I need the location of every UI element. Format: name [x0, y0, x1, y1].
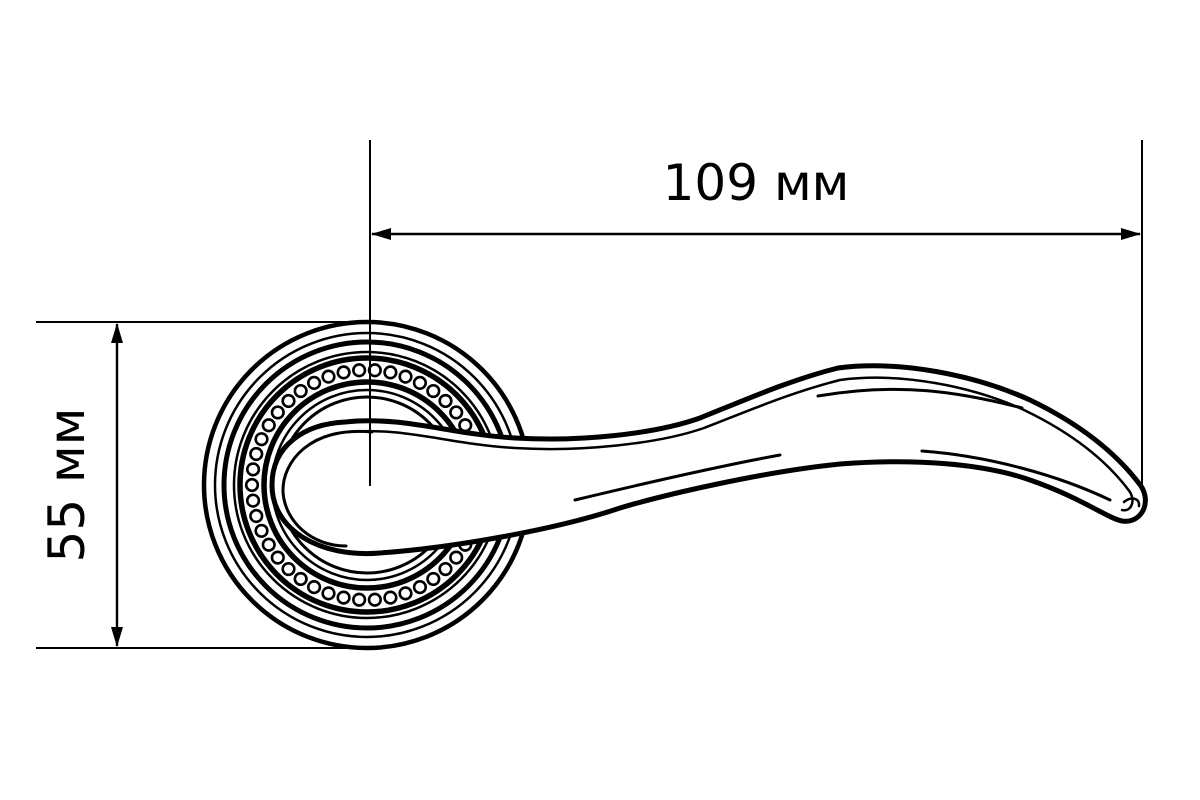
rosette-bead [306, 375, 322, 390]
rosette-bead [293, 383, 308, 399]
rosette-bead [270, 550, 285, 565]
rosette-bead [281, 561, 296, 577]
rosette-bead [412, 580, 428, 595]
rosette-bead [244, 477, 260, 493]
rosette-bead [306, 580, 322, 595]
rosette-bead [398, 586, 413, 601]
rosette-bead [261, 537, 276, 552]
rosette-bead [293, 571, 308, 587]
lever-outline-inner [345, 376, 1134, 512]
rosette-bead [321, 586, 336, 601]
handle-lever [269, 363, 1148, 557]
rosette-bead [270, 405, 285, 420]
rosette-bead [426, 383, 441, 399]
rosette-bead [412, 375, 428, 390]
rosette-bead [426, 571, 441, 587]
width-dimension-label: 109 мм [663, 154, 850, 212]
rosette-bead [449, 550, 464, 565]
rosette-bead [245, 462, 261, 477]
rosette-bead [438, 561, 453, 577]
lever-neck-inner-curve [281, 429, 374, 548]
height-dimension: 55 мм [36, 321, 372, 649]
rosette-bead [254, 523, 269, 538]
lever-decor-line-top [816, 387, 1024, 410]
rosette-bead [281, 393, 296, 409]
rosette-bead [336, 590, 351, 605]
lever-decor-line-bottom [573, 453, 782, 502]
rosette-bead [249, 446, 264, 462]
height-dimension-label: 55 мм [38, 408, 96, 563]
rosette-bead [352, 592, 367, 607]
rosette-bead [254, 432, 269, 447]
rosette-bead [249, 508, 264, 524]
rosette-bead [438, 393, 453, 409]
rosette-bead [383, 365, 398, 380]
lever-body [269, 363, 1148, 557]
rosette-bead [352, 363, 367, 378]
lever-tip-curl [1122, 497, 1141, 508]
rosette-bead [321, 369, 336, 384]
rosette-bead [261, 418, 276, 433]
width-dimension: 109 мм [369, 140, 1143, 486]
rosette-bead [336, 365, 351, 380]
rosette-bead [449, 405, 464, 420]
lever-decor-line-mid [920, 449, 1112, 502]
rosette-bead [245, 493, 261, 508]
rosette-bead [367, 592, 382, 607]
rosette-bead [383, 590, 398, 605]
rosette-bead [398, 369, 413, 384]
